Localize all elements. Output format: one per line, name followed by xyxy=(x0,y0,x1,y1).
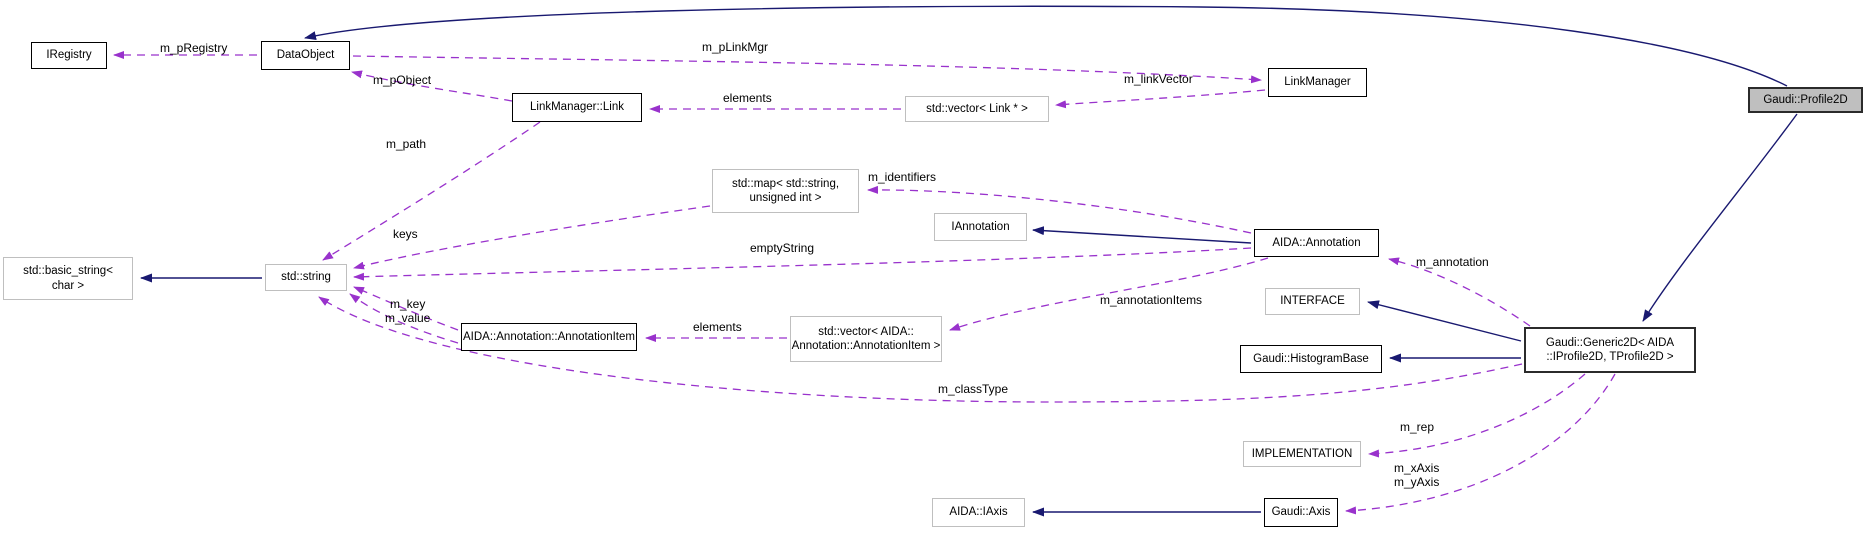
edge-m-value xyxy=(349,293,459,344)
edge-m-classtype xyxy=(318,296,1523,403)
edge-keys xyxy=(353,205,711,270)
node-std-vector-link: std::vector< Link * > xyxy=(905,96,1049,122)
node-dataobject[interactable]: DataObject xyxy=(261,41,350,70)
node-linkmanager[interactable]: LinkManager xyxy=(1268,68,1367,97)
edge-label-m-linkvector: m_linkVector xyxy=(1124,72,1193,86)
edge-label-m-annotationitems: m_annotationItems xyxy=(1100,293,1203,307)
node-iregistry[interactable]: IRegistry xyxy=(31,42,107,69)
node-iannotation: IAnnotation xyxy=(934,213,1027,241)
edge-label-emptystring: emptyString xyxy=(750,241,815,255)
node-std-map: std::map< std::string, unsigned int > xyxy=(712,169,859,213)
edge-label-keys: keys xyxy=(393,227,418,241)
edge-profile2d-generic2d xyxy=(1642,113,1798,322)
node-std-vector-annotationitem: std::vector< AIDA:: Annotation::Annotati… xyxy=(790,316,942,362)
edge-label-m-pregistry: m_pRegistry xyxy=(160,41,228,55)
edge-label-m-key-m-value: m_key m_value xyxy=(385,297,431,325)
node-std-string: std::string xyxy=(265,264,347,291)
edge-m-linkvector xyxy=(1055,89,1266,109)
edge-annotation-iannotation xyxy=(1032,226,1252,244)
node-aida-iaxis: AIDA::IAxis xyxy=(932,498,1025,527)
edge-label-m-xaxis-m-yaxis: m_xAxis m_yAxis xyxy=(1394,461,1440,489)
edge-label-m-plinkmgr: m_pLinkMgr xyxy=(702,40,769,54)
edge-profile2d-dataobject xyxy=(304,5,1788,87)
edge-label-m-rep: m_rep xyxy=(1400,420,1435,434)
node-interface: INTERFACE xyxy=(1265,288,1360,315)
node-aida-annotation[interactable]: AIDA::Annotation xyxy=(1254,229,1379,257)
edge-m-identifiers xyxy=(867,185,1252,234)
node-implementation: IMPLEMENTATION xyxy=(1243,441,1361,467)
edge-m-rep xyxy=(1368,373,1586,458)
edge-label-elements-items: elements xyxy=(693,320,742,334)
edge-label-m-path: m_path xyxy=(386,137,427,151)
edge-m-path xyxy=(322,121,541,261)
edge-label-m-annotation: m_annotation xyxy=(1416,255,1489,269)
node-std-basic-string: std::basic_string< char > xyxy=(3,257,133,300)
node-gaudi-profile2d: Gaudi::Profile2D xyxy=(1748,87,1863,113)
edge-m-plinkmgr xyxy=(352,55,1262,84)
node-gaudi-generic2d[interactable]: Gaudi::Generic2D< AIDA ::IProfile2D, TPr… xyxy=(1524,327,1696,373)
node-gaudi-axis[interactable]: Gaudi::Axis xyxy=(1264,498,1338,527)
edge-m-annotation xyxy=(1388,257,1531,327)
node-linkmanager-link[interactable]: LinkManager::Link xyxy=(512,93,642,122)
edge-m-pobject xyxy=(351,70,513,102)
edge-label-elements-links: elements xyxy=(723,91,772,105)
edge-label-m-pobject: m_pObject xyxy=(373,73,432,87)
edge-m-key xyxy=(353,286,459,331)
edge-label-m-classtype: m_classType xyxy=(938,382,1009,396)
edge-m-annotationitems xyxy=(949,257,1269,331)
edge-emptystring xyxy=(353,247,1252,281)
edge-m-xaxis-yaxis xyxy=(1345,373,1616,515)
edge-generic2d-interface xyxy=(1367,300,1522,342)
node-gaudi-histogrambase[interactable]: Gaudi::HistogramBase xyxy=(1240,345,1382,373)
edge-label-m-identifiers: m_identifiers xyxy=(868,170,937,184)
node-annotationitem[interactable]: AIDA::Annotation::AnnotationItem xyxy=(461,323,637,351)
